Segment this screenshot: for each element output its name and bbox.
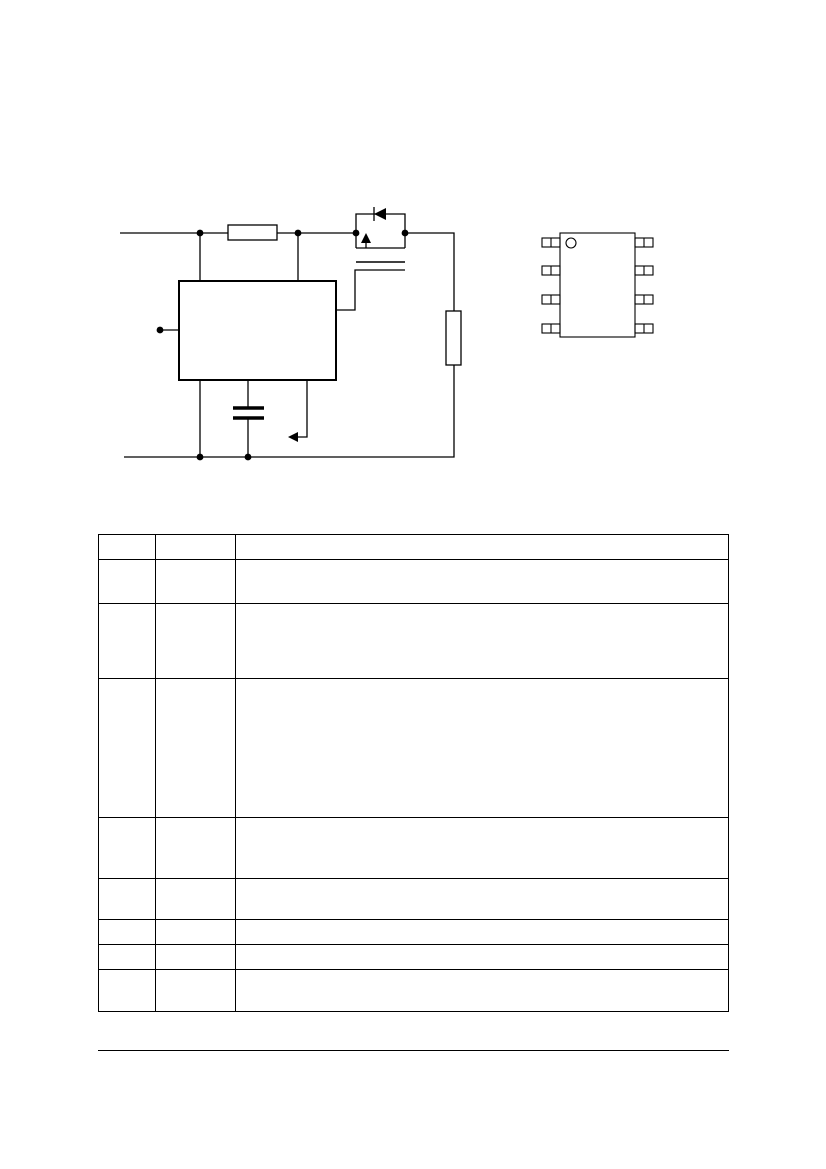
load-return-line <box>430 365 455 458</box>
pin-number-cell <box>98 878 156 920</box>
junction-dot <box>196 229 204 237</box>
description-cell <box>235 559 729 604</box>
table-row <box>98 603 729 679</box>
junction-dot <box>294 229 302 237</box>
ic-package <box>541 232 654 338</box>
mosfet-body-arrow <box>361 233 371 243</box>
output-line <box>405 232 455 311</box>
junction-dot <box>196 453 204 461</box>
pin-number-cell <box>98 969 156 1012</box>
pin-description-table <box>98 534 729 1012</box>
junction-dot <box>244 453 252 461</box>
header-pin-name <box>155 534 236 560</box>
table-header-row <box>98 534 729 560</box>
pin-name-cell <box>155 878 236 920</box>
table-row <box>98 559 729 604</box>
pin-number-cell <box>98 678 156 818</box>
description-cell <box>235 919 729 945</box>
header-description <box>235 534 729 560</box>
pin-number-cell <box>98 919 156 945</box>
circuit-diagram <box>120 207 654 461</box>
table-row <box>98 878 729 920</box>
pin-name-cell <box>155 817 236 879</box>
pin-number-cell <box>98 817 156 879</box>
package-body <box>559 232 636 338</box>
sense-resistor <box>227 224 278 241</box>
gate-drive-line <box>336 269 405 311</box>
table-row <box>98 969 729 1012</box>
description-cell <box>235 969 729 1012</box>
table-row <box>98 817 729 879</box>
header-pin-number <box>98 534 156 560</box>
description-cell <box>235 878 729 920</box>
pin-name-cell <box>155 944 236 970</box>
pin1-marker <box>565 237 577 249</box>
load-resistor <box>445 310 462 366</box>
table-row <box>98 944 729 970</box>
junction-dot <box>352 229 360 237</box>
description-cell <box>235 817 729 879</box>
body-diode-triangle <box>374 208 386 220</box>
description-cell <box>235 603 729 679</box>
pin-name-cell <box>155 969 236 1012</box>
pin-name-cell <box>155 678 236 818</box>
controller-ic <box>178 280 337 381</box>
description-cell <box>235 944 729 970</box>
table-row <box>98 678 729 818</box>
pin-name-cell <box>155 559 236 604</box>
description-cell <box>235 678 729 818</box>
table-row <box>98 919 729 945</box>
junction-dot <box>156 326 164 334</box>
fault-output-line <box>296 380 308 438</box>
junction-dot <box>401 229 409 237</box>
pin-name-cell <box>155 603 236 679</box>
ground-arrow <box>288 432 298 442</box>
pin-number-cell <box>98 944 156 970</box>
pin-name-cell <box>155 919 236 945</box>
pin-number-cell <box>98 603 156 679</box>
pin-number-cell <box>98 559 156 604</box>
footer-rule <box>98 1050 729 1051</box>
